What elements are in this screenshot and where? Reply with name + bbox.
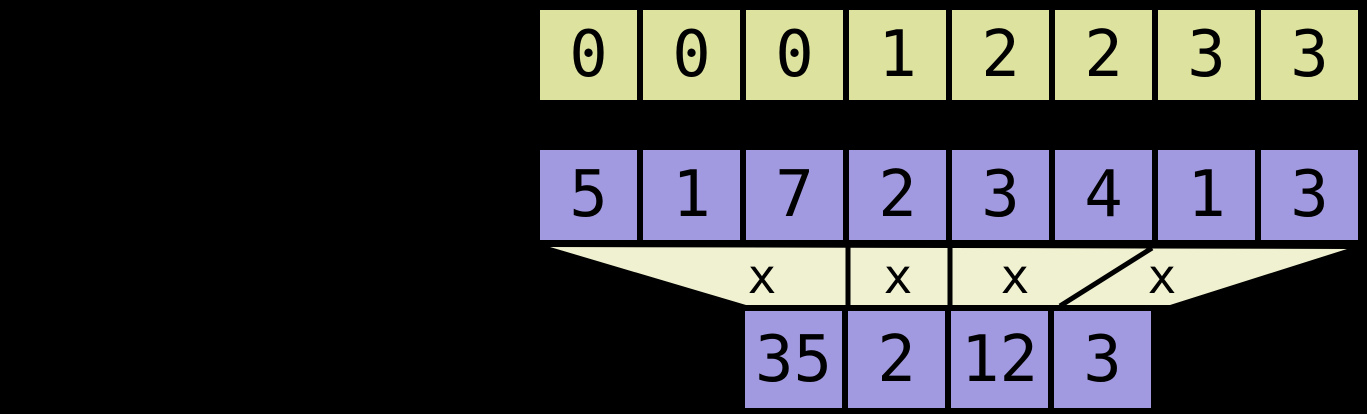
multiply-operator-1: x — [883, 249, 913, 305]
flag-cell-1: 0 — [640, 7, 743, 103]
multiply-operator-2: x — [1000, 249, 1030, 305]
result-cell-1: 2 — [845, 308, 948, 411]
value-cell-0: 5 — [537, 147, 640, 243]
multiply-operator-3: x — [1147, 249, 1177, 305]
result-cell-0: 35 — [742, 308, 845, 411]
value-cell-2: 7 — [743, 147, 846, 243]
results-row: 35 2 12 3 — [742, 308, 1154, 411]
flag-cell-5: 2 — [1052, 7, 1155, 103]
value-cell-1: 1 — [640, 147, 743, 243]
flag-cell-7: 3 — [1258, 7, 1361, 103]
value-cell-6: 1 — [1155, 147, 1258, 243]
flag-cell-0: 0 — [537, 7, 640, 103]
value-cell-4: 3 — [949, 147, 1052, 243]
values-row: 5 1 7 2 3 4 1 3 — [537, 147, 1361, 243]
flag-cell-6: 3 — [1155, 7, 1258, 103]
flag-cell-4: 2 — [949, 7, 1052, 103]
value-cell-7: 3 — [1258, 147, 1361, 243]
result-cell-3: 3 — [1051, 308, 1154, 411]
flags-row: 0 0 0 1 2 2 3 3 — [537, 7, 1361, 103]
result-cell-2: 12 — [948, 308, 1051, 411]
value-cell-5: 4 — [1052, 147, 1155, 243]
flag-cell-2: 0 — [743, 7, 846, 103]
funnel-divider-diagonal — [1058, 245, 1154, 309]
multiply-operator-0: x — [747, 249, 777, 305]
value-cell-3: 2 — [846, 147, 949, 243]
flag-cell-3: 1 — [846, 7, 949, 103]
